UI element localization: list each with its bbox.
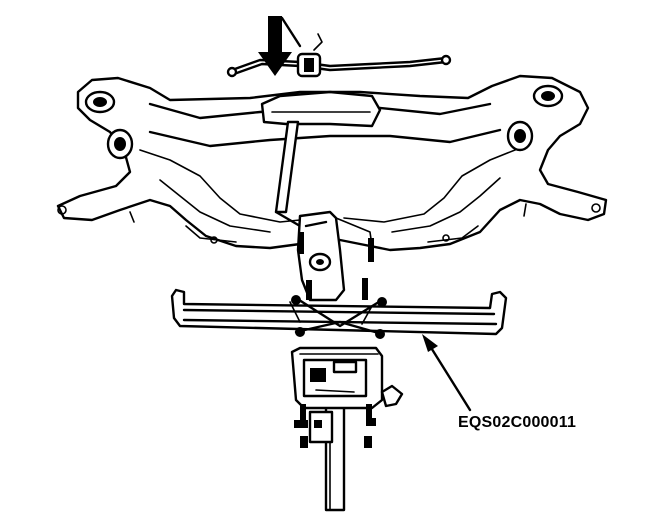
jack-head (296, 210, 374, 302)
callout-label: EQS02C000011 (458, 414, 577, 431)
pointer-strap (274, 120, 302, 228)
cable-harness (226, 33, 452, 78)
subframe-crossmember (56, 74, 608, 252)
leader-arrow-icon (422, 334, 472, 412)
down-arrow-icon (258, 16, 302, 76)
jack-housing (290, 346, 404, 448)
center-mount-block (260, 90, 382, 128)
cross-brace (291, 295, 387, 339)
